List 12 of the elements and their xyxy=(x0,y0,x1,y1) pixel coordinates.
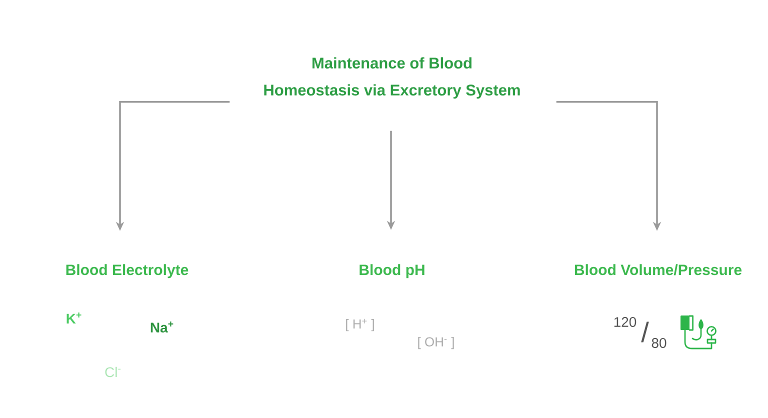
category-heading: Blood Volume/Pressure xyxy=(574,264,742,276)
category-heading: Blood Electrolyte xyxy=(66,264,188,278)
category-heading: Blood pH xyxy=(360,264,424,278)
concentration-label: [ H$^{+}$ ] xyxy=(346,318,374,332)
pressure-reading: 80 xyxy=(652,338,666,348)
concentration-label: [ OH$^{-}$ ] xyxy=(418,336,454,350)
diagram-heading: Maintenance of Blood Homeostasis via Excretory System xyxy=(264,57,520,99)
pressure-reading: / xyxy=(641,322,649,342)
pressure-reading: 120 xyxy=(614,317,636,327)
ion-symbol: Na$^{+}$ xyxy=(150,321,174,333)
ion-symbol: Cl$^{-}$ xyxy=(105,366,121,378)
ion-symbol: K$^{+}$ xyxy=(66,312,82,324)
